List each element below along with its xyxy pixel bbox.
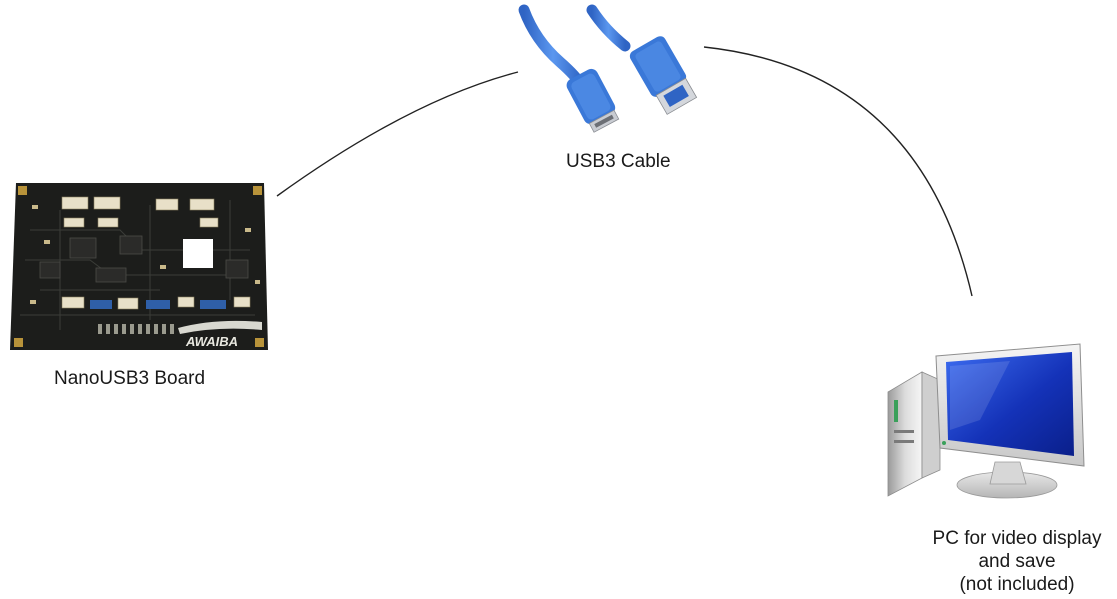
pc-label: PC for video display and save (not inclu…: [912, 527, 1117, 596]
pc-label-line: PC for video display: [932, 528, 1102, 549]
circuit-board-icon: [10, 183, 268, 350]
cable-label: USB3 Cable: [566, 151, 671, 172]
board-logo-text: AWAIBA: [185, 334, 238, 349]
desktop-computer-icon: [887, 343, 1085, 499]
connector-line-board-to-cable: [276, 71, 519, 197]
board-label: NanoUSB3 Board: [54, 368, 206, 389]
pc-label-line: and save: [978, 551, 1056, 572]
screen-glare: [950, 361, 1010, 430]
usb-cable-icon: [518, 4, 698, 133]
connector-line-cable-to-pc: [703, 46, 973, 297]
pc-label-line: (not included): [959, 574, 1075, 595]
